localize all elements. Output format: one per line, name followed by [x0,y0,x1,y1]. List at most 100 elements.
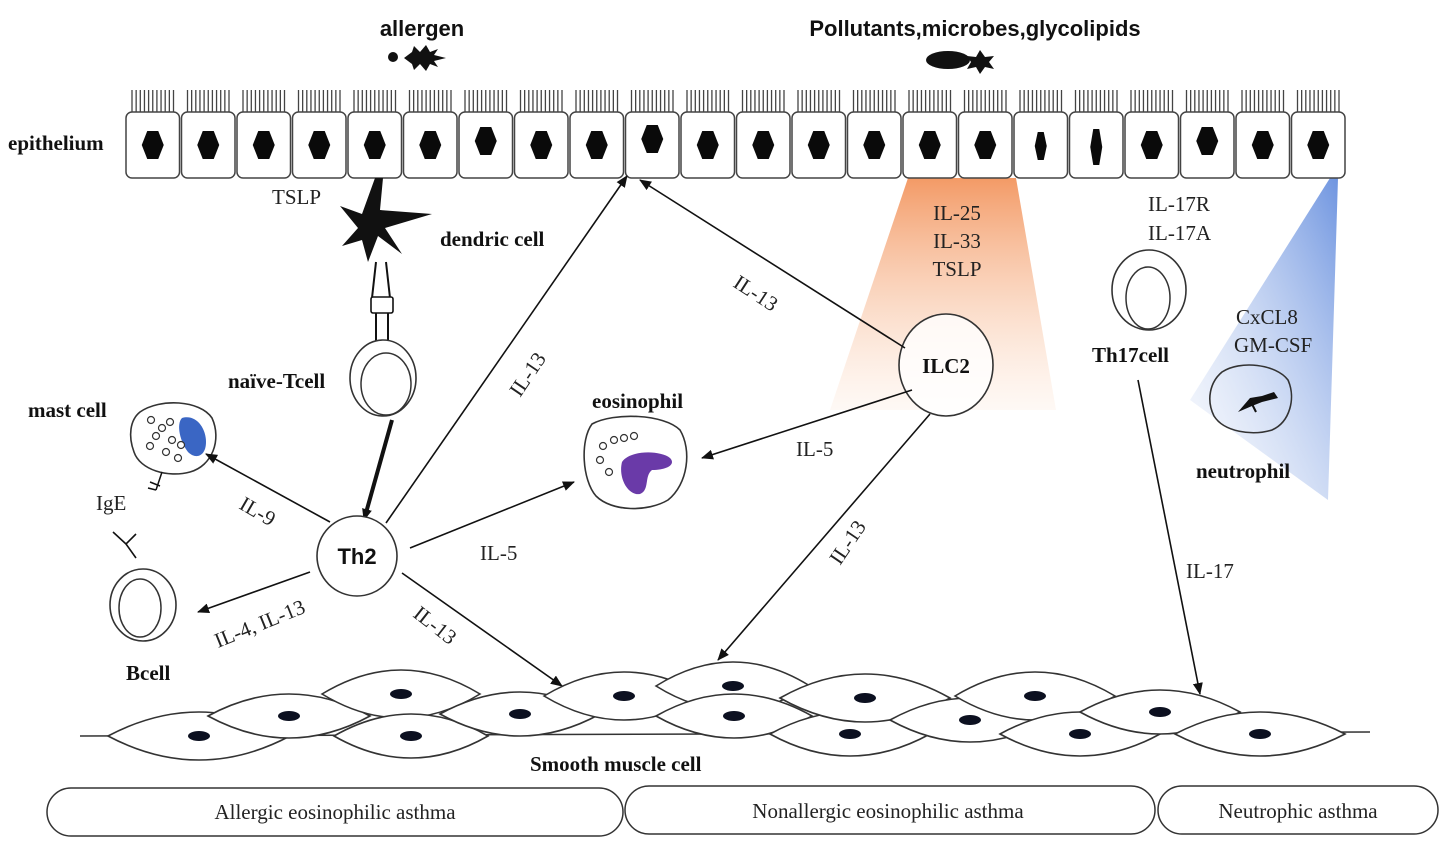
neutrophil-input-cytokines: CxCL8 GM-CSF [1234,305,1312,357]
cilia-icon [297,90,341,112]
nucleus-icon [1307,131,1330,159]
pollutant-particles-icon [926,50,994,74]
smooth-muscle-nucleus-icon [1149,707,1171,717]
smooth-muscle-nucleus-icon [1024,691,1046,701]
naive-t-cell-icon [349,339,417,417]
cilia-icon [1185,90,1229,112]
smooth-muscle-cell [1173,711,1347,757]
ilc2-input-tslp: TSLP [932,257,981,281]
th2-il13-epi-label: IL-13 [504,348,551,401]
epithelial-cell [569,90,625,179]
smooth-muscle-nucleus-icon [400,731,422,741]
epithelial-cell [624,90,680,179]
phenotype-nonallergic-eosinophilic: Nonallergic eosinophilic asthma [624,785,1156,835]
cilia-icon [1019,90,1063,112]
nucleus-icon [197,131,220,159]
allergen-particles-icon [388,45,446,71]
cilia-icon [242,90,286,112]
eosinophil-icon [583,415,688,510]
il4-il13-label: IL-4, IL-13 [211,595,309,653]
cilia-icon [797,90,841,112]
nucleus-icon [474,127,497,155]
phenotype-neutrophilic-label: Neutrophic asthma [1218,799,1378,823]
ilc2-input-il25: IL-25 [933,201,981,225]
smooth-muscle-nucleus-icon [854,693,876,703]
cilia-icon [1130,90,1174,112]
cilia-icon [908,90,952,112]
smooth-muscle-nucleus-icon [1249,729,1271,739]
th2-to-smooth-muscle-arrow [401,572,563,687]
ilc2-cell-icon [898,313,994,417]
cilia-icon [741,90,785,112]
nucleus-icon [1251,131,1274,159]
nucleus-icon [807,131,830,159]
naive-t-cell-label: naïve-Tcell [228,369,325,393]
nucleus-icon [863,131,886,159]
eosinophil-label: eosinophil [592,389,683,413]
cilia-icon [686,90,730,112]
b-cell-icon [109,568,177,642]
cilia-icon [408,90,452,112]
epithelial-cell [1235,90,1291,179]
cilia-icon [852,90,896,112]
epithelial-cell [1179,90,1235,179]
cilia-icon [1074,90,1118,112]
nucleus-icon [252,131,275,159]
neutrophil-input-gmcsf: GM-CSF [1234,333,1312,357]
nucleus-icon [641,125,664,153]
epithelium-layer [125,90,1346,179]
epithelial-cell [957,90,1013,179]
allergen-label: allergen [380,16,464,41]
nucleus-icon [918,131,941,159]
th17-input-il17a: IL-17A [1148,221,1212,245]
th2-to-mast-arrow [205,453,331,523]
ilc2-il13-smc-label: IL-13 [824,516,871,569]
epithelial-cell [402,90,458,179]
smooth-muscle-cell [778,673,952,723]
il17-label: IL-17 [1186,559,1234,583]
cilia-icon [963,90,1007,112]
dendritic-cell-icon [340,178,432,341]
pollutants-label: Pollutants,microbes,glycolipids [809,16,1140,41]
epithelial-cell [236,90,292,179]
ilc2-to-epithelium-arrow [639,179,906,349]
cilia-icon [353,90,397,112]
cilia-icon [186,90,230,112]
th2-to-eosinophil-arrow [409,481,575,549]
cilia-icon [1296,90,1340,112]
th17-to-smooth-muscle-arrow [1137,379,1203,695]
ilc2-input-cytokines: IL-25 IL-33 TSLP [932,201,981,281]
ilc2-to-eosinophil-arrow [701,389,913,460]
epithelial-cell [180,90,236,179]
nucleus-icon [974,131,997,159]
smooth-muscle-cell [320,669,482,719]
epithelial-cell [735,90,791,179]
smooth-muscle-nucleus-icon [613,691,635,701]
neutrophil-signal-wedge [1190,178,1338,500]
th2-to-bcell-arrow [197,571,311,614]
smooth-muscle-nucleus-icon [390,689,412,699]
smooth-muscle-nucleus-icon [188,731,210,741]
smooth-muscle-cell [332,713,490,759]
neutrophil-icon [1209,364,1293,434]
nucleus-icon [1090,129,1103,165]
ilc2-to-smooth-muscle-arrow [717,413,931,661]
phenotype-neutrophilic: Neutrophic asthma [1157,785,1439,835]
smooth-muscle-nucleus-icon [722,681,744,691]
smooth-muscle-nucleus-icon [278,711,300,721]
epithelial-cell [680,90,736,179]
cilia-icon [131,90,175,112]
smooth-muscle-cell [654,693,814,739]
cilia-icon [630,90,674,112]
nucleus-icon [363,131,386,159]
epithelial-cell [902,90,958,179]
smooth-muscle-nucleus-icon [509,709,531,719]
phenotype-nonallergic-label: Nonallergic eosinophilic asthma [752,799,1024,823]
ilc2-input-il33: IL-33 [933,229,981,253]
dendritic-cell-label: dendric cell [440,227,545,251]
nucleus-icon [752,131,775,159]
ilc2-label: ILC2 [922,354,970,378]
neutrophil-input-cxcl8: CxCL8 [1236,305,1298,329]
phenotype-allergic-label: Allergic eosinophilic asthma [214,800,456,824]
